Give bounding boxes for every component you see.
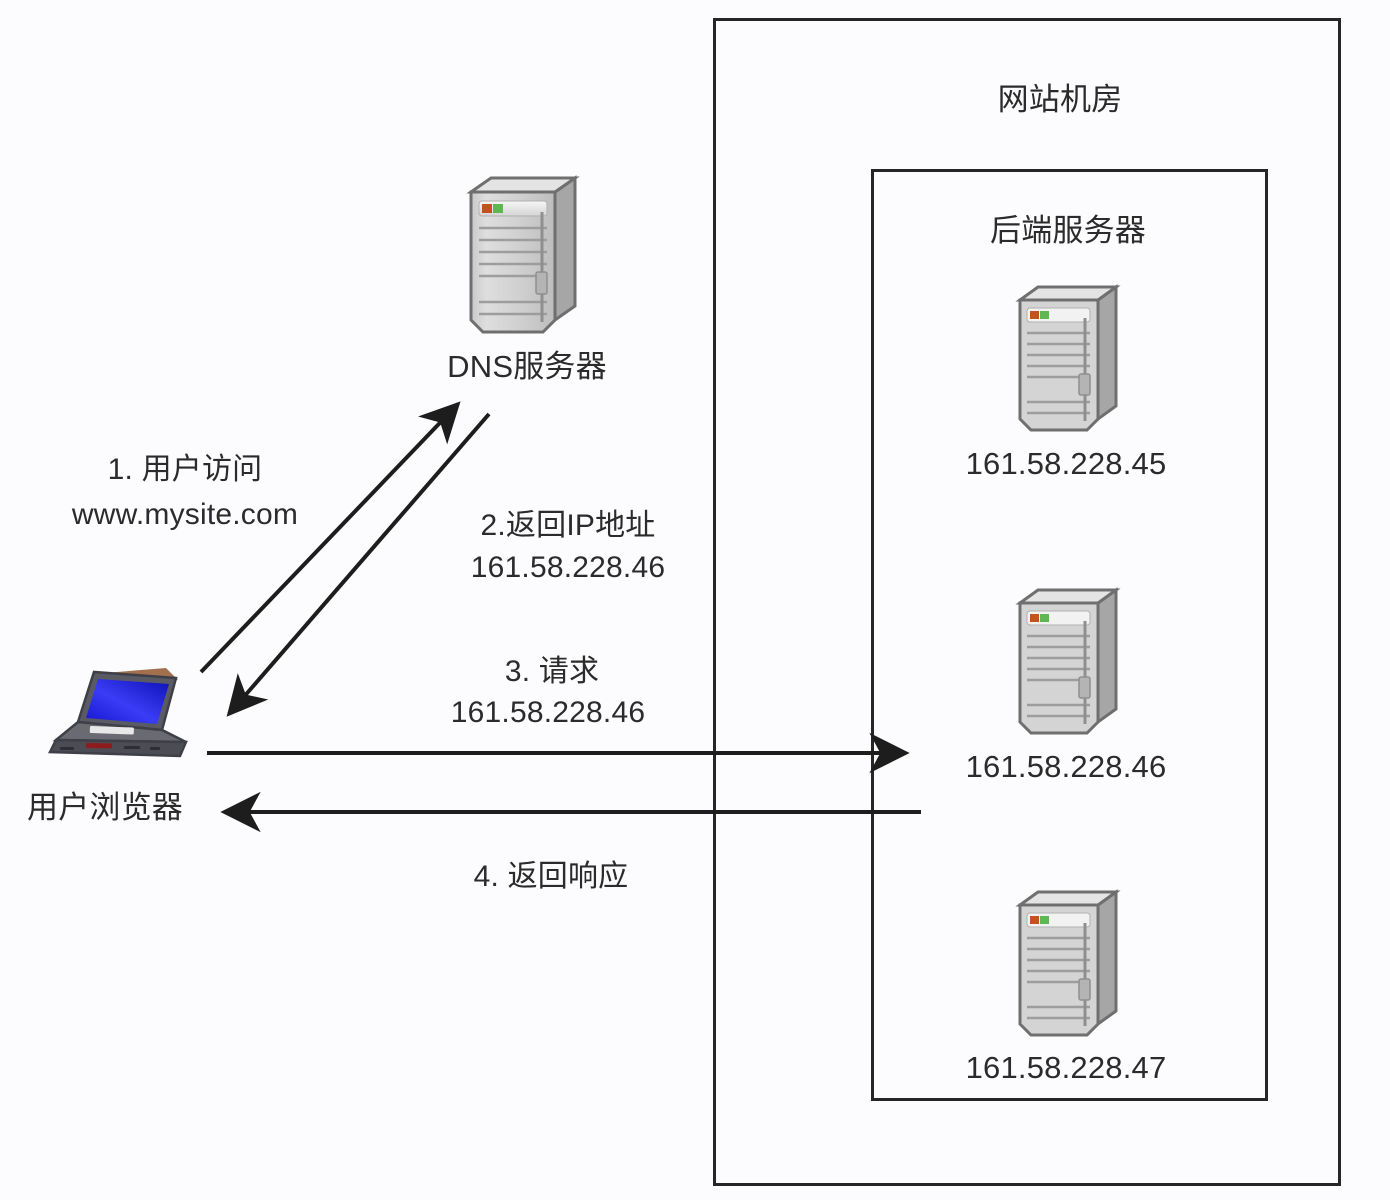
backend-server-2-ip: 161.58.228.46 (965, 749, 1167, 784)
step2-label-line2: 161.58.228.46 (470, 551, 666, 584)
step3-label-line2: 161.58.228.46 (450, 696, 646, 729)
datacenter-title: 网站机房 (997, 82, 1123, 117)
backend-server-3-tower-icon (1014, 886, 1122, 1041)
step1-label-line1: 1. 用户访问 (107, 453, 263, 486)
backend-server-3-ip: 161.58.228.47 (965, 1050, 1167, 1085)
dns-server-tower-icon (465, 172, 581, 338)
user-browser-label: 用户浏览器 (27, 790, 183, 825)
datacenter-boundary-box (713, 18, 1341, 1186)
backend-servers-boundary-box (871, 169, 1268, 1101)
backend-group-title: 后端服务器 (990, 213, 1146, 248)
user-browser-laptop-icon (38, 662, 194, 767)
backend-server-2-tower-icon (1014, 584, 1122, 739)
backend-server-1-tower-icon (1014, 281, 1122, 436)
step1-label-line2: www.mysite.com (71, 498, 299, 531)
step4-label-line1: 4. 返回响应 (473, 860, 629, 893)
step2-label-line1: 2.返回IP地址 (480, 509, 656, 542)
arrow-step2-dns-to-browser (226, 412, 491, 717)
step3-label-line1: 3. 请求 (504, 655, 600, 688)
dns-server-label: DNS服务器 (447, 349, 607, 384)
backend-server-1-ip: 161.58.228.45 (965, 446, 1167, 481)
